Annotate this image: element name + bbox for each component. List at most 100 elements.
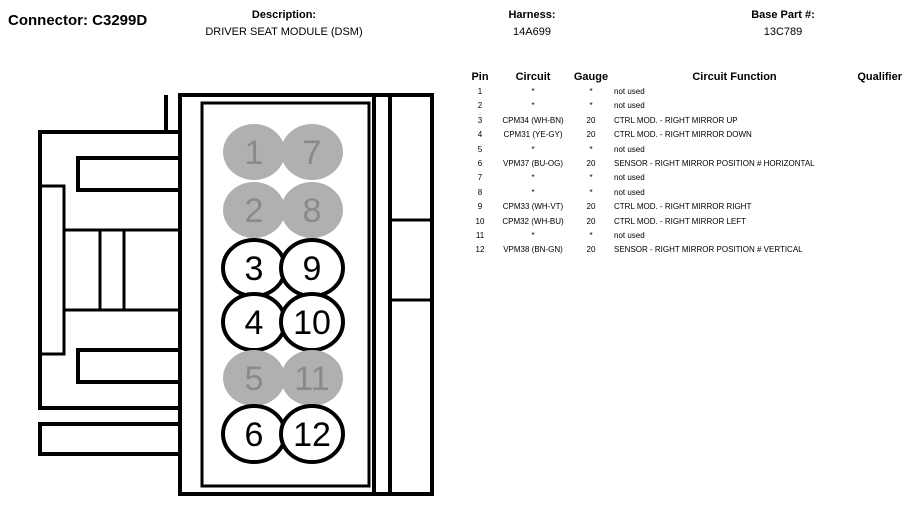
table-row: 8 * * not used xyxy=(464,186,902,200)
header-qualifier: Qualifier xyxy=(857,70,902,83)
pin-cavity-2: 2 xyxy=(223,182,285,238)
cell-circuit: CPM34 (WH-BN) xyxy=(502,115,564,125)
left-latch-outline xyxy=(38,130,180,410)
pin-cavity-11: 11 xyxy=(281,350,343,406)
table-row: 2**not used xyxy=(464,99,902,113)
cell-gauge: * xyxy=(589,144,593,154)
cell-qualifier xyxy=(857,215,902,229)
pin-number-label: 9 xyxy=(303,250,322,288)
cell-function: CTRL MOD. - RIGHT MIRROR DOWN xyxy=(614,130,752,140)
left-latch-lower-tab xyxy=(76,348,180,384)
cavity-frame xyxy=(200,101,371,488)
pin-number-label: 7 xyxy=(303,134,322,172)
table-row: 5**not used xyxy=(464,143,902,157)
cell-gauge: * xyxy=(589,187,593,197)
left-latch-slot xyxy=(38,184,66,356)
pin-number-label: 11 xyxy=(294,360,329,398)
pin-number-label: 12 xyxy=(293,416,331,454)
pin-circle-unused xyxy=(281,124,343,180)
pin-number-label: 4 xyxy=(245,304,264,342)
pin-number-label: 2 xyxy=(245,192,264,230)
cell-circuit: VPM38 (BN-GN) xyxy=(503,245,563,255)
cell-qualifier xyxy=(857,114,902,128)
pin-cavity-9: 9 xyxy=(279,238,345,298)
cell-pin: 12 xyxy=(475,245,485,255)
description-label: Description: xyxy=(251,9,317,21)
pin-circle-unused xyxy=(281,182,343,238)
cell-function: CTRL MOD. - RIGHT MIRROR LEFT xyxy=(614,216,746,226)
cell-function: SENSOR - RIGHT MIRROR POSITION # VERTICA… xyxy=(614,245,803,255)
cell-qualifier xyxy=(857,99,902,113)
pin-cavity-5: 5 xyxy=(223,350,285,406)
cell-function: not used xyxy=(614,87,645,96)
cell-qualifier xyxy=(857,243,902,257)
left-latch-body xyxy=(62,228,182,312)
cell-circuit: VPM37 (BU-OG) xyxy=(502,159,563,169)
pin-circle-unused xyxy=(281,350,343,406)
connector-title: Connector: C3299D xyxy=(8,12,148,29)
cell-function: SENSOR - RIGHT MIRROR POSITION # HORIZON… xyxy=(614,159,815,169)
cell-pin: 8 xyxy=(477,187,483,197)
cell-gauge: 20 xyxy=(586,130,596,140)
cell-qualifier xyxy=(857,85,902,99)
header-gauge: Gauge xyxy=(573,70,609,83)
cell-function: not used xyxy=(614,187,645,197)
cell-function: CTRL MOD. - RIGHT MIRROR UP xyxy=(614,115,738,125)
cell-gauge: 20 xyxy=(586,115,596,125)
table-row: 1 * * not used xyxy=(464,85,902,99)
cell-pin: 9 xyxy=(477,202,483,212)
cell-circuit: * xyxy=(531,173,535,183)
header-circuit-function: Circuit Function xyxy=(692,70,777,83)
cell-function: not used xyxy=(614,144,645,154)
cell-gauge: * xyxy=(589,173,593,183)
cell-gauge: * xyxy=(589,87,593,96)
pin-circle-unused xyxy=(223,350,285,406)
cell-circuit: * xyxy=(531,231,535,241)
pin-number-label: 8 xyxy=(303,192,322,230)
cell-gauge: * xyxy=(589,101,593,111)
pin-table: Pin Circuit Gauge Circuit Function Quali… xyxy=(464,68,902,258)
pin-circle-unused xyxy=(223,182,285,238)
pin-number-label: 3 xyxy=(245,250,264,288)
table-row: 3 CPM34 (WH-BN) 20 CTRL MOD. - RIGHT MIRROR… xyxy=(464,114,902,128)
pin-cavity-8: 8 xyxy=(281,182,343,238)
pin-circle-unused xyxy=(223,124,285,180)
cell-gauge: 20 xyxy=(586,245,596,255)
cell-pin: 1 xyxy=(477,87,483,96)
base-part-label: Base Part #: xyxy=(751,9,815,21)
harness-value: 14A699 xyxy=(513,26,551,38)
cell-gauge: 20 xyxy=(586,216,596,226)
cell-circuit: CPM33 (WH-VT) xyxy=(502,202,564,212)
cell-circuit: * xyxy=(531,187,535,197)
table-header-row: Pin Circuit Gauge Circuit Function Quali… xyxy=(464,68,902,85)
connector-housing xyxy=(38,93,434,496)
header-pin: Pin xyxy=(471,70,489,83)
right-latch-window xyxy=(388,218,434,302)
cell-qualifier xyxy=(857,186,902,200)
cell-circuit: * xyxy=(531,87,535,96)
cell-pin: 5 xyxy=(477,144,483,154)
cell-pin: 10 xyxy=(475,216,485,226)
base-part-value: 13C789 xyxy=(763,26,803,38)
pin-number-label: 10 xyxy=(293,304,331,342)
pin-circle-used xyxy=(279,404,345,464)
cell-pin: 11 xyxy=(475,231,485,241)
pin-cavity-3: 3 xyxy=(221,238,287,298)
pin-cavity-1: 1 xyxy=(223,124,285,180)
cell-qualifier xyxy=(857,143,902,157)
pin-cavity-6: 6 xyxy=(221,404,287,464)
cell-gauge: 20 xyxy=(586,159,596,169)
pin-number-label: 5 xyxy=(245,360,264,398)
cell-pin: 3 xyxy=(477,115,483,125)
harness-block: Harness: 14A699 xyxy=(482,7,582,41)
pin-cavity-7: 7 xyxy=(281,124,343,180)
description-value: DRIVER SEAT MODULE (DSM) xyxy=(205,26,363,38)
cell-function: not used xyxy=(614,231,645,241)
pin-cavity-12: 12 xyxy=(279,404,345,464)
cell-qualifier xyxy=(857,128,902,142)
